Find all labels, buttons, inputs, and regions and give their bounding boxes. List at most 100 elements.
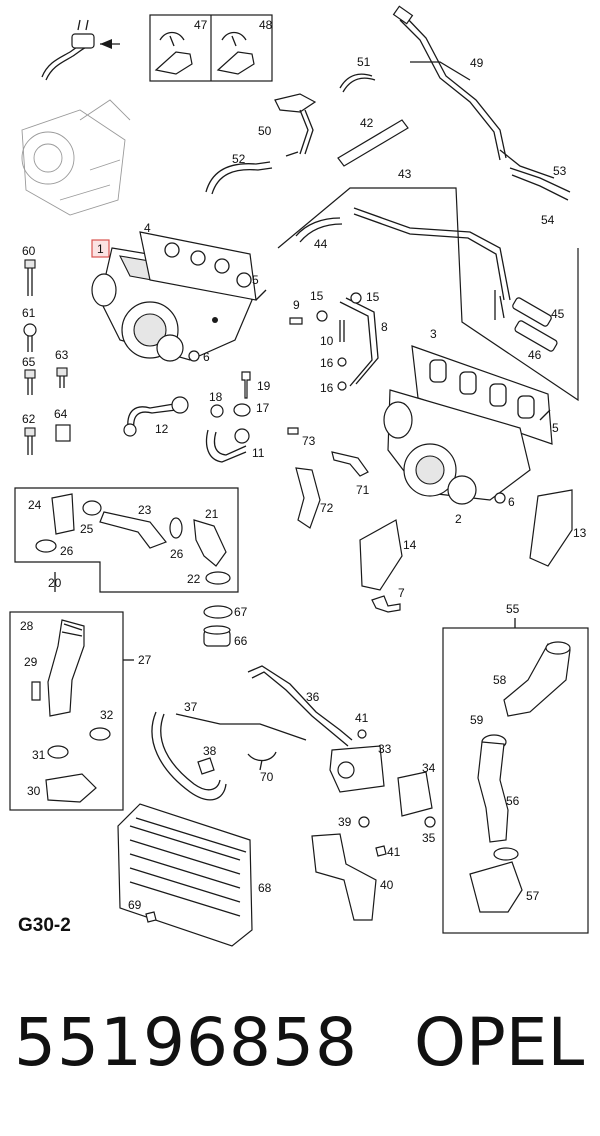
callout-45: 45 [551,307,565,321]
coolant-pipe-12 [123,396,189,437]
clip-38 [197,757,215,775]
callout-16a: 16 [320,356,334,370]
callout-54: 54 [541,213,555,227]
callout-24: 24 [28,498,42,512]
exploded-parts-diagram: 1 2 3 4 5 5 6 6 7 8 9 10 11 12 13 14 15 … [9,5,589,947]
hose-57 [469,861,523,913]
callout-26a: 26 [60,544,74,558]
charge-pipe-56 [477,741,509,843]
strap-70 [247,751,277,771]
pipe-50 [274,93,317,155]
callout-38: 38 [203,744,217,758]
oil-return-pipe-8 [339,297,379,387]
sensor-34 [397,771,433,817]
callout-8: 8 [381,320,388,334]
bolt-41b [375,845,387,857]
hose-37 [151,711,307,801]
bolt-63 [56,367,68,388]
callout-33: 33 [378,742,392,756]
callout-72: 72 [320,501,334,515]
callout-16b: 16 [320,381,334,395]
callout-10: 10 [320,334,334,348]
nut-35 [424,816,436,828]
bolt-7 [371,595,401,613]
callout-32: 32 [100,708,114,722]
callout-63: 63 [55,348,69,362]
callout-frame-27 [9,611,124,811]
callout-15a: 15 [310,289,324,303]
highlight-box-part-1 [91,239,110,258]
callout-57: 57 [526,889,540,903]
clamp-32 [89,727,111,741]
callout-61: 61 [22,306,36,320]
callout-60: 60 [22,244,36,258]
callout-14: 14 [403,538,417,552]
inset-part-48 [216,31,255,75]
intercooler-68 [117,803,253,947]
callout-68: 68 [258,881,272,895]
callout-69: 69 [128,898,142,912]
callout-53: 53 [553,164,567,178]
washer-18 [210,404,224,418]
callout-49: 49 [470,56,484,70]
bolt-61 [23,323,37,352]
callout-52: 52 [232,152,246,166]
vacuum-valve-33 [329,745,385,793]
nut-6a [188,350,200,362]
callout-4: 4 [144,221,151,235]
clamp-26a [35,539,57,553]
bracket-13 [529,489,573,567]
bolt-9 [289,317,303,325]
bracket-72 [295,467,321,529]
hose-42 [337,119,409,167]
hose-clamp-assembly [41,19,120,81]
callout-13: 13 [573,526,587,540]
screw-69 [145,911,157,923]
bolt-62 [24,427,36,455]
callout-1: 1 [97,242,104,256]
hose-21 [193,519,227,567]
callout-66: 66 [234,634,248,648]
callout-6b: 6 [508,495,515,509]
bolt-60 [24,259,36,296]
callout-42: 42 [360,116,374,130]
bolt-10 [339,320,345,342]
callout-46: 46 [528,348,542,362]
nut-41a [357,729,367,739]
callout-58: 58 [493,673,507,687]
callout-frame-43 [277,187,579,402]
callout-5b: 5 [552,421,559,435]
callout-7: 7 [398,586,405,600]
callout-26b: 26 [170,547,184,561]
callout-30: 30 [27,784,41,798]
clamp-31 [47,745,69,759]
callout-25: 25 [80,522,94,536]
washer-15b [350,292,362,304]
coolant-pipe-11 [205,428,250,463]
callout-frame-20 [14,487,239,593]
callout-labels: 1 2 3 4 5 5 6 6 7 8 9 10 11 12 13 14 15 … [20,18,587,912]
callout-11: 11 [252,446,265,460]
callout-51: 51 [357,55,371,69]
pipe-36 [247,665,353,747]
callout-21: 21 [205,507,219,521]
callout-6a: 6 [203,350,210,364]
callout-56: 56 [506,794,520,808]
stud-5a [255,289,267,301]
callout-48: 48 [259,18,273,32]
gasket-3 [411,345,553,445]
callout-55: 55 [506,602,520,616]
brand-name: OPEL [414,1004,585,1081]
clamp-25 [82,500,102,516]
callout-70: 70 [260,770,274,784]
callout-64: 64 [54,407,68,421]
callout-20: 20 [48,576,62,590]
bracket-40 [311,833,377,921]
sensor-29 [31,681,41,701]
callout-17: 17 [256,401,270,415]
callout-5a: 5 [252,273,259,287]
callout-50: 50 [258,124,272,138]
oil-feed-pipes-49 [392,5,507,161]
diagram-group-code: G30-2 [18,915,71,936]
callout-15b: 15 [366,290,380,304]
